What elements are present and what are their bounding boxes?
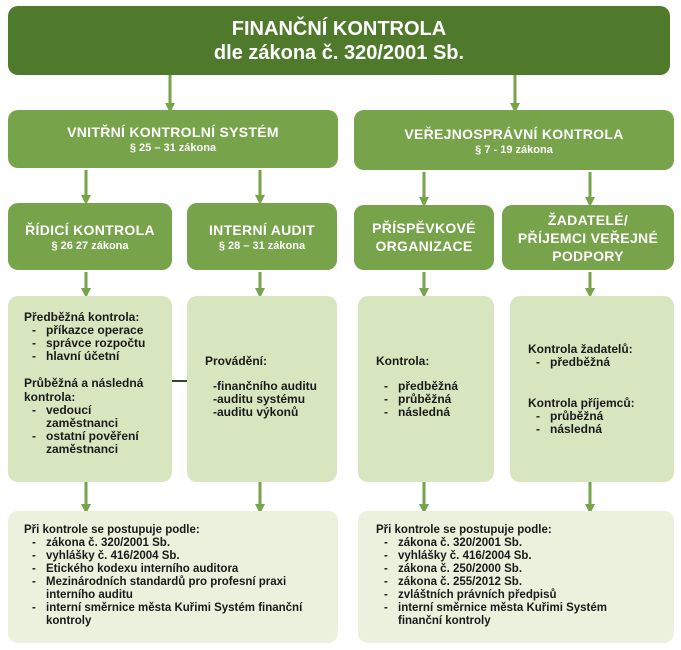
- list-item-continued: interního auditu: [46, 589, 133, 601]
- top-box-financni-kontrola: FINANČNÍ KONTROLA dle zákona č. 320/2001…: [8, 6, 670, 75]
- prispevkove-detail: Kontrola: předběžná průběžná následná: [358, 296, 494, 482]
- list-item: auditu výkonů: [205, 406, 337, 420]
- right-legal-basis-box: Při kontrole se postupuje podle: zákona …: [358, 511, 674, 643]
- list-item-continued: zaměstnanci: [46, 442, 119, 456]
- zadatele-prijemci-box: ŽADATELÉ/ PŘÍJEMCI VEŘEJNÉ PODPORY: [502, 205, 674, 270]
- list-item: auditu systému: [205, 393, 337, 407]
- list-item: finančního auditu: [205, 380, 337, 394]
- list-item: vyhlášky č. 416/2004 Sb.: [24, 550, 338, 563]
- list-item: Mezinárodních standardů pro profesní pra…: [24, 576, 338, 589]
- interni-audit-detail: Provádění: finančního auditu auditu syst…: [187, 296, 337, 482]
- audit-title: INTERNÍ AUDIT: [208, 222, 316, 238]
- verejnospravni-kontrola-box: VEŘEJNOSPRÁVNÍ KONTROLA § 7 - 19 zákona: [354, 110, 674, 170]
- prub-kontrola-title-line2: kontrola:: [24, 390, 76, 404]
- list-item: zvláštních právních předpisů: [376, 589, 674, 602]
- interni-audit-box: INTERNÍ AUDIT § 28 – 31 zákona: [187, 203, 337, 270]
- ridici-title: ŘÍDICÍ KONTROLA: [25, 222, 155, 238]
- left-legal-basis-box: Při kontrole se postupuje podle: zákona …: [8, 511, 338, 643]
- vnitrni-kontrolni-system-box: VNITŘNÍ KONTROLNÍ SYSTÉM § 25 – 31 zákon…: [8, 110, 338, 168]
- vks-title: VNITŘNÍ KONTROLNÍ SYSTÉM: [67, 124, 279, 140]
- list-item: ostatní pověření: [24, 430, 172, 444]
- list-item: následná: [528, 423, 674, 437]
- audit-subtitle: § 28 – 31 zákona: [218, 240, 306, 252]
- vks-subtitle: § 25 – 31 zákona: [129, 142, 217, 154]
- list-item: vyhlášky č. 416/2004 Sb.: [376, 550, 674, 563]
- prispevkove-organizace-box: PŘÍSPĚVKOVÉ ORGANIZACE: [354, 205, 494, 270]
- zadatele-line3: PODPORY: [552, 248, 624, 264]
- list-item: zákona č. 255/2012 Sb.: [376, 576, 674, 589]
- kontrola-prijemcu-title: Kontrola příjemců:: [528, 396, 635, 410]
- prub-kontrola-list: vedoucí zaměstnanci ostatní pověření zam…: [24, 404, 172, 456]
- prub-kontrola-title-line1: Průběžná a následná: [24, 376, 144, 390]
- kontrola-zadatelu-list: předběžná: [528, 356, 674, 370]
- zadatele-detail: Kontrola žadatelů: předběžná Kontrola př…: [510, 296, 674, 482]
- list-item: příkazce operace: [24, 324, 172, 338]
- list-item: průběžná: [528, 410, 674, 424]
- ridici-kontrola-box: ŘÍDICÍ KONTROLA § 26 27 zákona: [8, 203, 172, 270]
- list-item-continued: zaměstnanci: [46, 416, 119, 430]
- right-legal-title: Při kontrole se postupuje podle:: [376, 524, 552, 536]
- prisp-line1: PŘÍSPĚVKOVÉ: [372, 220, 476, 236]
- list-item: hlavní účetní: [24, 350, 172, 364]
- provadeni-list: finančního auditu auditu systému auditu …: [205, 380, 337, 420]
- zadatele-line2: PŘÍJEMCI VEŘEJNÉ: [517, 230, 659, 246]
- list-item: vedoucí: [24, 404, 172, 418]
- list-item: následná: [376, 406, 494, 420]
- list-item: předběžná: [376, 380, 494, 394]
- zadatele-line1: ŽADATELÉ/: [547, 212, 629, 228]
- list-item: správce rozpočtu: [24, 337, 172, 351]
- vsk-subtitle: § 7 - 19 zákona: [475, 144, 553, 156]
- list-item: zákona č. 250/2000 Sb.: [376, 563, 674, 576]
- pred-kontrola-list: příkazce operace správce rozpočtu hlavní…: [24, 324, 172, 364]
- list-item: Etického kodexu interního auditora: [24, 563, 338, 576]
- list-item: průběžná: [376, 393, 494, 407]
- list-item-continued: finanční kontroly: [398, 615, 491, 627]
- list-item: interní směrnice města Kuřimi Systém: [376, 602, 674, 615]
- provadeni-title: Provádění:: [205, 354, 268, 368]
- kontrola-list: předběžná průběžná následná: [376, 380, 494, 420]
- vsk-title: VEŘEJNOSPRÁVNÍ KONTROLA: [404, 126, 624, 142]
- top-title-line1: FINANČNÍ KONTROLA: [231, 18, 447, 40]
- pred-kontrola-title: Předběžná kontrola:: [24, 310, 140, 324]
- left-legal-title: Při kontrole se postupuje podle:: [24, 524, 200, 536]
- prisp-line2: ORGANIZACE: [375, 238, 473, 254]
- ridici-kontrola-detail: Předběžná kontrola: příkazce operace spr…: [8, 296, 172, 482]
- list-item: interní směrnice města Kuřimi Systém fin…: [24, 602, 338, 615]
- list-item: zákona č. 320/2001 Sb.: [376, 537, 674, 550]
- kontrola-prijemcu-list: průběžná následná: [528, 410, 674, 437]
- kontrola-title: Kontrola:: [376, 354, 430, 368]
- kontrola-zadatelu-title: Kontrola žadatelů:: [528, 342, 633, 356]
- ridici-subtitle: § 26 27 zákona: [51, 240, 129, 252]
- list-item-continued: kontroly: [46, 615, 92, 627]
- list-item: zákona č. 320/2001 Sb.: [24, 537, 338, 550]
- list-item: předběžná: [528, 356, 674, 370]
- left-legal-list: zákona č. 320/2001 Sb. vyhlášky č. 416/2…: [24, 537, 338, 628]
- right-legal-list: zákona č. 320/2001 Sb. vyhlášky č. 416/2…: [376, 537, 674, 628]
- top-title-line2: dle zákona č. 320/2001 Sb.: [213, 42, 465, 64]
